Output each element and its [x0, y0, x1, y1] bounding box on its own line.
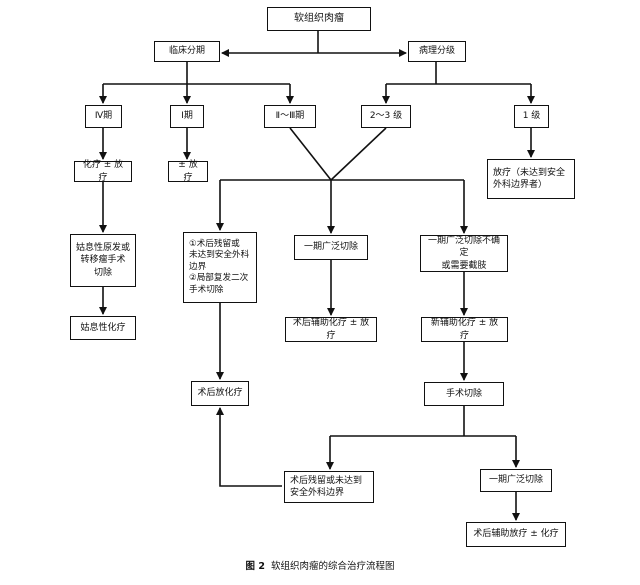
surgery-node: 手术切除 — [424, 382, 504, 406]
arrow-residual-unsafe-back — [216, 407, 282, 487]
residual-unsafe-node: 术后残留或未达到 安全外科边界 — [284, 471, 374, 503]
stage-2-3-node: Ⅱ～Ⅲ期 — [264, 105, 316, 128]
grade23-converge — [330, 127, 387, 181]
path-grade-node: 病理分级 — [408, 41, 466, 62]
postop-rt-chemo-2-node: 术后辅助放疗 ± 化疗 — [466, 522, 566, 547]
rt-node: ± 放疗 — [168, 160, 208, 183]
rt-unsafe-margin-node: 放疗（未达到安全 外科边界者） — [487, 159, 575, 199]
uncertain-wide-resection-node: 一期广泛切除不确定 或需要截肢 — [420, 235, 508, 272]
figure-label: 图 2 — [245, 561, 265, 572]
stage-4-node: Ⅳ期 — [85, 105, 122, 128]
stage23-converge — [289, 127, 332, 181]
neoadjuvant-chemo-rt-node: 新辅助化疗 ± 放疗 — [421, 317, 508, 342]
wide-resection-node: 一期广泛切除 — [294, 235, 368, 260]
stage-1-node: Ⅰ期 — [170, 105, 204, 128]
palliative-chemo-node: 姑息性化疗 — [70, 316, 136, 340]
grade-1-node: 1 级 — [514, 105, 549, 128]
figure-caption: 图 2 软组织肉瘤的综合治疗流程图 — [0, 558, 640, 572]
residual-recurrence-node: ①术后残留或 未达到安全外科 边界 ②局部复发二次 手术切除 — [183, 232, 257, 303]
chemo-rt-node: 化疗 ± 放疗 — [74, 160, 132, 183]
clinical-stage-node: 临床分期 — [154, 41, 220, 62]
postop-rt-chemo-node: 术后放化疗 — [191, 381, 249, 406]
postop-chemo-rt-node: 术后辅助化疗 ± 放疗 — [285, 317, 377, 342]
grade-2-3-node: 2～3 级 — [361, 105, 411, 128]
wide-resection-2-node: 一期广泛切除 — [480, 469, 552, 492]
figure-title: 软组织肉瘤的综合治疗流程图 — [270, 561, 395, 572]
root-node: 软组织肉瘤 — [267, 7, 371, 31]
palliative-surgery-node: 姑息性原发或 转移瘤手术 切除 — [70, 234, 136, 287]
